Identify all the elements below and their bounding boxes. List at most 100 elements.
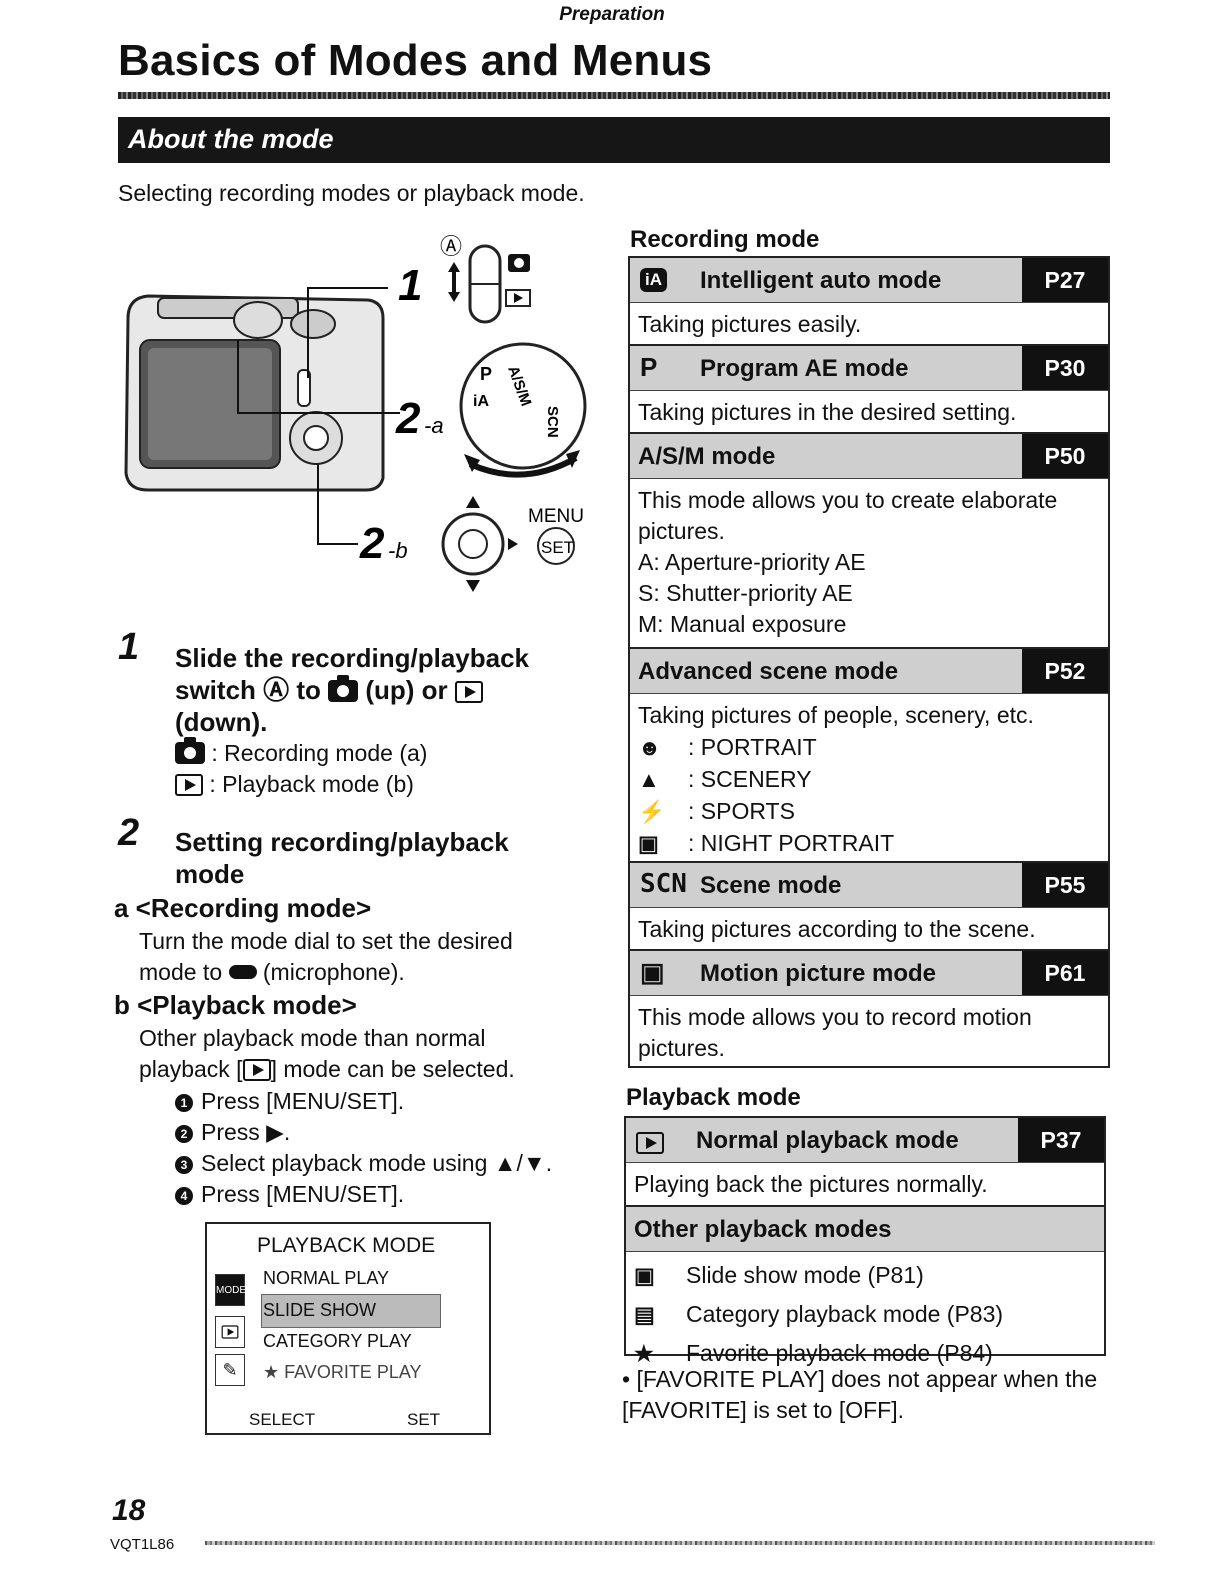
other-playback-head: Other playback modes [626,1207,1104,1252]
screen-title: PLAYBACK MODE [257,1234,436,1257]
camera-icon [175,737,205,764]
page-number: 18 [112,1494,146,1527]
p-icon: P [640,352,658,382]
step-2-title-line2: mode [175,859,245,889]
menu-item-slide-show[interactable]: SLIDE SHOW [263,1300,377,1320]
motion-picture-icon: ▣ [640,957,665,987]
step-1-title-line2: switch Ⓐ to (up) or [175,674,529,706]
svg-text:SET: SET [541,538,574,557]
svg-text:2: 2 [359,519,385,568]
mode-desc: This mode allows you to record motion pi… [638,1004,1032,1061]
recording-mode-heading: Recording mode [630,226,820,253]
scene-row: ▲: SCENERY [638,763,1100,795]
scene-row: ⚡: SPORTS [638,795,1100,827]
play-icon [636,1126,664,1157]
svg-text:-b: -b [388,538,408,563]
mode-row-program-ae: P Program AE mode P30 [630,346,1108,391]
step-2-title-line1: Setting recording/playback [175,827,509,857]
footer-rule [205,1541,1155,1545]
step-1-title-line1: Slide the recording/playback [175,643,529,673]
play-icon [221,1325,239,1339]
scene-row: ☻: PORTRAIT [638,731,1100,763]
about-mode-label: About the mode [128,124,334,154]
svg-text:Ⓐ: Ⓐ [440,235,462,260]
select-hint: SELECT [249,1410,316,1429]
mode-row-asm: A/S/M mode P50 [630,434,1108,479]
page-ref: P61 [1022,951,1108,995]
recording-mode-subhead: a <Recording mode> [114,893,372,923]
playback-mode-subhead: b <Playback mode> [114,990,357,1020]
mode-tab: MODE [215,1274,246,1306]
set-hint: SET [407,1410,441,1429]
camera-icon [328,675,359,702]
camera-body [124,294,385,492]
step-2-title: Setting recording/playback mode [175,826,509,890]
step-2-number: 2 [118,812,140,854]
page-ref: P52 [1022,649,1108,693]
microphone-icon [228,965,257,979]
scene-row: ▣: NIGHT PORTRAIT [638,827,1100,859]
mode-desc: Playing back the pictures normally. [626,1163,1104,1207]
sports-icon: ⚡ [638,798,666,824]
playback-text-line2: playback [] mode can be selected. [139,1056,515,1082]
svg-text:2: 2 [395,394,421,443]
page-ref: P27 [1022,258,1108,302]
recording-text-line2: mode to (microphone). [139,959,405,985]
mode-row-scene: SCN Scene mode P55 [630,863,1108,908]
recording-mode-text: Turn the mode dial to set the desired mo… [139,926,513,988]
playback-mode-line: : Playback mode (b) [175,769,427,800]
other-playback-list: ▣Slide show mode (P81) ▤Category playbac… [626,1252,1104,1377]
mode-desc: This mode allows you to create elaborate… [630,479,1108,649]
ia-icon: iA [640,268,667,292]
step-1-title: Slide the recording/playback switch Ⓐ to… [175,642,529,738]
other-playback-row: ▤Category playback mode (P83) [634,1295,1096,1334]
page-ref: P55 [1022,863,1108,907]
wrench-icon: ✎ [215,1354,245,1386]
svg-text:-a: -a [424,413,444,438]
menu-item-favorite-play[interactable]: ★ FAVORITE PLAY [263,1362,422,1382]
category-icon: ▤ [634,1302,655,1327]
night-portrait-icon: ▣ [638,830,659,856]
playback-mode-screen: PLAYBACK MODE MODE ✎ NORMAL PLAY SLIDE S… [205,1222,491,1435]
menu-item-category-play[interactable]: CATEGORY PLAY [263,1331,412,1351]
mode-row-motion-picture: ▣ Motion picture mode P61 [630,951,1108,996]
title-rule [118,92,1110,99]
scn-icon: SCN [640,869,687,899]
step-1-number: 1 [118,626,140,668]
play-icon [242,1059,271,1081]
recording-mode-line: : Recording mode (a) [175,737,427,769]
page-title: Basics of Modes and Menus [118,36,713,85]
scenery-icon: ▲ [638,766,660,792]
play-icon [175,774,203,796]
section-label: Preparation [559,4,665,25]
recording-text-line1: Turn the mode dial to set the desired [139,928,513,954]
mode-desc: Taking pictures of people, scenery, etc.… [630,694,1108,863]
other-playback-row: ★Favorite playback mode (P84) [634,1334,1096,1373]
step-1-details: : Recording mode (a) : Playback mode (b) [175,737,427,800]
mode-row-advanced-scene: Advanced scene mode P52 [630,649,1108,694]
cross-keys: MENU SET [441,496,584,592]
step-1-title-line3: (down). [175,707,268,737]
svg-text:iA: iA [473,393,489,410]
page-ref: P37 [1018,1118,1104,1162]
mode-desc: Taking pictures according to the scene. [630,908,1108,951]
playback-mode-text: Other playback mode than normal playback… [139,1023,515,1085]
playback-text-line1: Other playback mode than normal [139,1025,486,1051]
svg-text:P: P [480,364,492,384]
playback-modes-table: Normal playback mode P37 Playing back th… [624,1116,1106,1366]
mode-desc: Taking pictures easily. [630,303,1108,346]
mode-desc: Taking pictures in the desired setting. [630,391,1108,434]
page-ref: P50 [1022,434,1108,478]
playback-mode-heading: Playback mode [626,1084,801,1111]
menu-item-normal-play[interactable]: NORMAL PLAY [263,1268,390,1288]
play-tab [215,1316,245,1348]
camera-illustration: Ⓐ 1 A/S/M SCN iA P 2 -a MENU SET 2 -b [124,235,587,592]
svg-text:MENU: MENU [528,506,584,527]
about-mode-bar: About the mode [118,117,1110,163]
other-playback-row: ▣Slide show mode (P81) [634,1256,1096,1295]
mode-row-intelligent-auto: iA Intelligent auto mode P27 [630,258,1108,303]
